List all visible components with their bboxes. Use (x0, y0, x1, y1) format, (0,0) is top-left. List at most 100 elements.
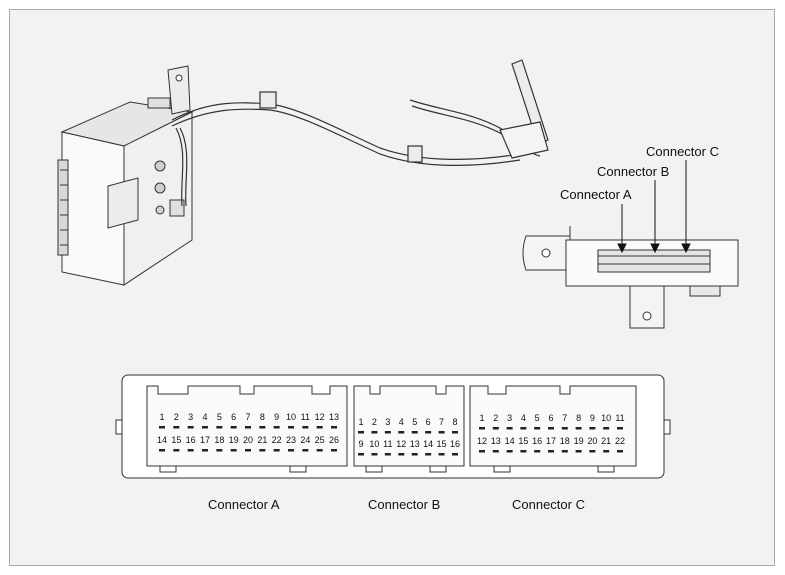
connector-a-caption: Connector A (208, 497, 280, 512)
connector-b-pin-16-contact (452, 453, 458, 456)
callout-connector-c: Connector C (646, 144, 719, 159)
connector-a-pin-17-contact (202, 449, 208, 452)
connector-b-pin-3-contact (384, 431, 391, 434)
connector-c-pin-22: 22 (614, 436, 625, 446)
connector-a-pin-26: 26 (328, 435, 339, 445)
connector-b-pin-10: 10 (369, 439, 380, 449)
connector-a-pin-9: 9 (274, 412, 280, 422)
connector-c-pin-13-contact (492, 450, 499, 453)
connector-c-pin-17-contact (548, 450, 554, 453)
connector-a-pin-7: 7 (245, 412, 251, 422)
callout-connector-b: Connector B (597, 164, 670, 179)
connector-a-pin-21-contact (259, 449, 266, 452)
connector-a-pin-23-contact (288, 449, 294, 452)
connector-a-pin-8-contact (259, 426, 266, 429)
connector-c-pin-11-contact (617, 427, 623, 430)
connector-b-pin-12: 12 (396, 439, 407, 449)
connector-a-pin-18-contact (216, 449, 223, 452)
connector-a-pin-3-contact (187, 426, 194, 429)
connector-a-pin-8: 8 (259, 412, 265, 422)
connector-b-pin-15-contact (438, 453, 445, 456)
connector-a-pin-6-contact (230, 426, 237, 429)
connector-c-pin-3-contact (506, 427, 513, 430)
connector-c-pin-8: 8 (576, 413, 582, 423)
connector-a-pin-3: 3 (188, 412, 194, 422)
connector-a-pin-25: 25 (314, 435, 325, 445)
connector-a-pin-11: 11 (300, 412, 310, 422)
connector-c-pin-19: 19 (573, 436, 584, 446)
connector-a-pin-23: 23 (285, 435, 296, 445)
connector-c-caption: Connector C (512, 497, 585, 512)
connector-a-pin-22-contact (273, 449, 280, 452)
connector-c-pin-15-contact (520, 450, 527, 453)
connector-b-pin-6: 6 (425, 417, 431, 427)
connector-a-pin-19-contact (230, 449, 237, 452)
connector-b-pin-9: 9 (358, 439, 364, 449)
connector-b-pin-2-contact (371, 431, 378, 434)
connector-a-pin-2: 2 (173, 412, 179, 422)
connector-b-pin-14: 14 (423, 439, 434, 449)
connector-a-pin-2-contact (173, 426, 180, 429)
connector-b-pin-6-contact (425, 431, 432, 434)
connector-b-pin-11-contact (384, 453, 391, 456)
connector-c-pin-17: 17 (545, 436, 556, 446)
connector-b-pin-8: 8 (452, 417, 458, 427)
connector-a-pin-6: 6 (231, 412, 237, 422)
connector-a-pin-9-contact (273, 426, 280, 429)
connector-a-pin-19: 19 (228, 435, 239, 445)
connector-a-pin-15: 15 (171, 435, 182, 445)
connector-c-pin-20-contact (589, 450, 596, 453)
connector-b-pin-1-contact (358, 431, 364, 434)
connector-b-pin-3: 3 (385, 417, 391, 427)
connector-c-pin-2: 2 (493, 413, 499, 423)
connector-face (115, 374, 671, 479)
connector-a-pin-12-contact (316, 426, 323, 429)
connector-c-pin-5: 5 (534, 413, 540, 423)
connector-c-pin-5-contact (534, 427, 541, 430)
connector-b-pin-14-contact (425, 453, 432, 456)
connector-b-pin-10-contact (371, 453, 378, 456)
connector-a-pin-25-contact (316, 449, 323, 452)
connector-a-pin-1: 1 (159, 412, 165, 422)
connector-b-pin-4: 4 (398, 417, 404, 427)
connector-c-pin-13: 13 (490, 436, 501, 446)
connector-c-pin-12-contact (479, 450, 485, 453)
connector-a-pin-13: 13 (328, 412, 339, 422)
connector-b-pin-5-contact (411, 431, 418, 434)
connector-a-pin-24: 24 (300, 435, 311, 445)
wire-harness (171, 59, 549, 207)
connector-a-pin-4: 4 (202, 412, 208, 422)
connector-b-pin-4-contact (398, 431, 405, 434)
connector-a-pin-12: 12 (314, 412, 325, 422)
connector-b-pin-9-contact (358, 453, 364, 456)
connector-c-pin-1: 1 (479, 413, 485, 423)
connector-c-pin-21-contact (603, 450, 610, 453)
connector-b-pin-12-contact (398, 453, 405, 456)
connector-a-pin-13-contact (331, 426, 337, 429)
callout-connector-a: Connector A (560, 187, 632, 202)
connector-b-pin-1: 1 (358, 417, 364, 427)
connector-b-caption: Connector B (368, 497, 441, 512)
connector-c-pin-1-contact (479, 427, 485, 430)
connector-a-pin-22: 22 (271, 435, 282, 445)
connector-c-pin-18: 18 (559, 436, 570, 446)
connector-b-pin-8-contact (452, 431, 458, 434)
connector-a-pin-26-contact (331, 449, 337, 452)
connector-b-pin-13-contact (411, 453, 418, 456)
connector-a-pin-16-contact (187, 449, 194, 452)
connector-a-pin-16: 16 (185, 435, 196, 445)
connector-c-pin-6: 6 (548, 413, 554, 423)
connector-a-pin-18: 18 (214, 435, 225, 445)
connector-a-pin-5-contact (216, 426, 223, 429)
connector-c-pin-2-contact (492, 427, 499, 430)
connector-a-pin-14: 14 (156, 435, 167, 445)
connector-c-pin-16-contact (534, 450, 541, 453)
connector-b-pin-5: 5 (412, 417, 418, 427)
connector-b-pin-16: 16 (449, 439, 460, 449)
connector-c-pin-19-contact (575, 450, 582, 453)
connector-a-pin-5: 5 (216, 412, 222, 422)
connector-c-pin-9-contact (589, 427, 596, 430)
connector-a-pin-10: 10 (285, 412, 296, 422)
connector-c-pin-14: 14 (504, 436, 515, 446)
